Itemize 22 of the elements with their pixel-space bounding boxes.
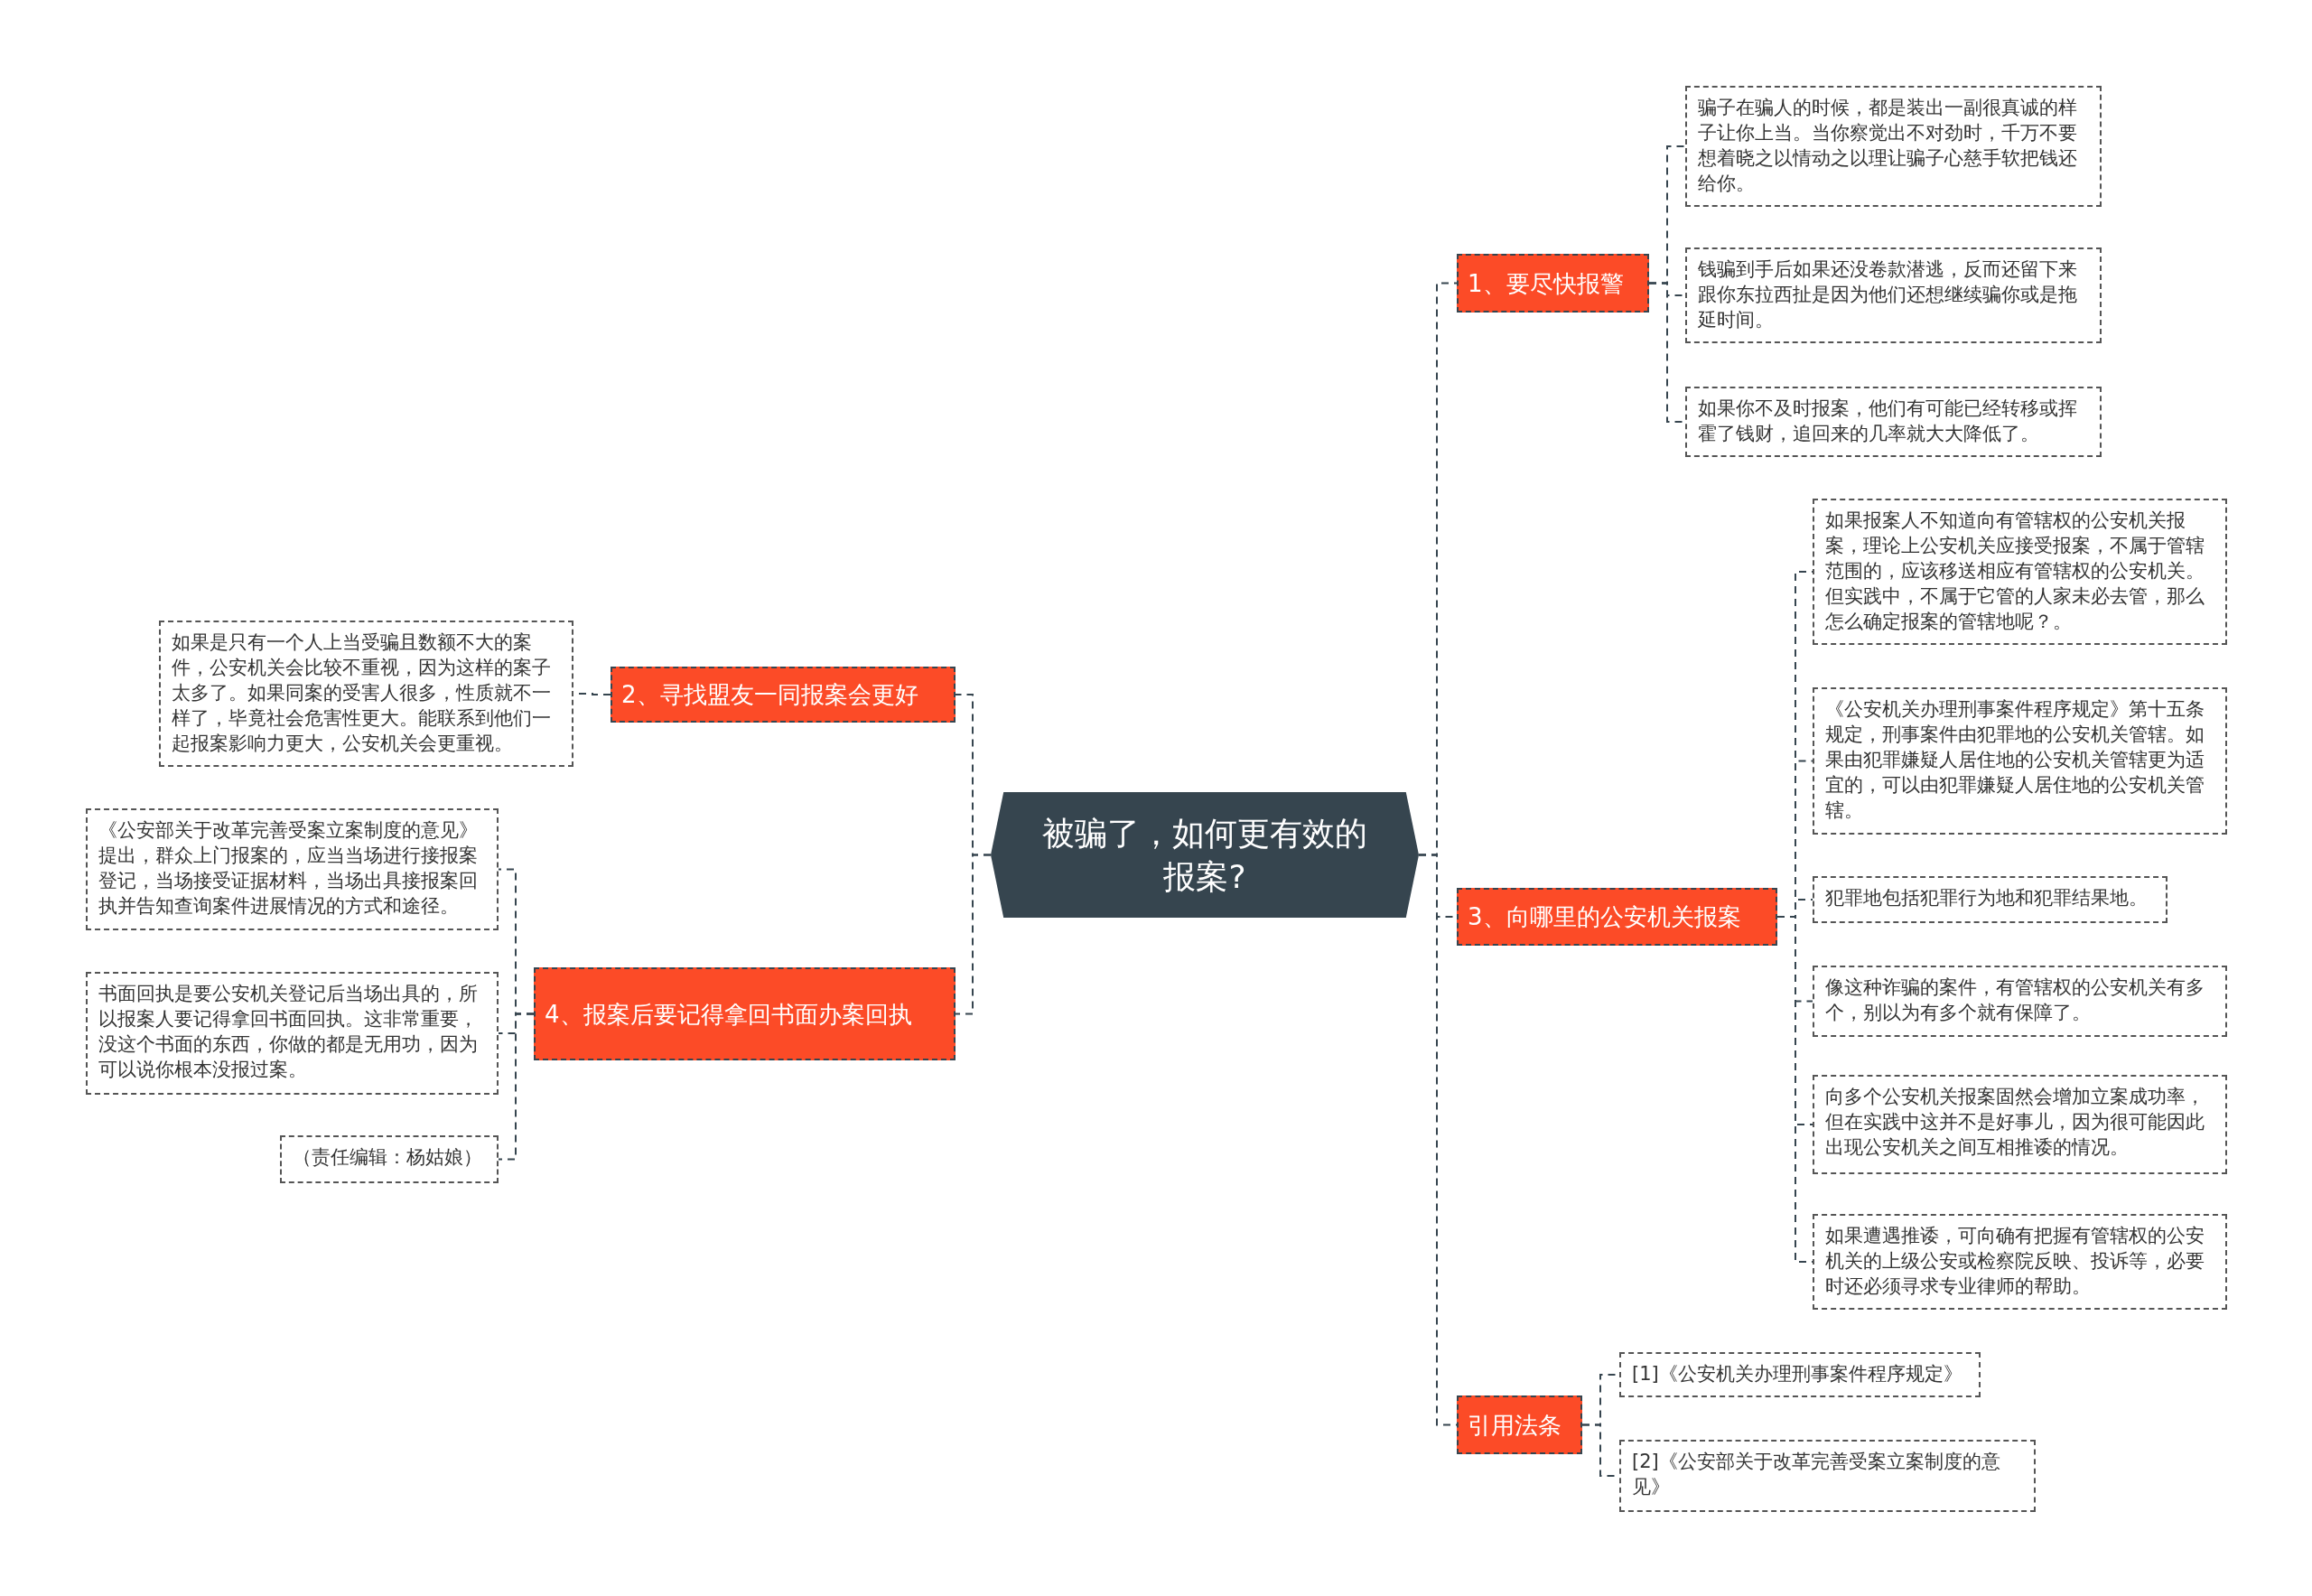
topic-box: 2、寻找盟友一同报案会更好 <box>611 667 956 723</box>
note-box: （责任编辑：杨姑娘） <box>280 1135 499 1183</box>
note-box: 骗子在骗人的时候，都是装出一副很真诚的样子让你上当。当你察觉出不对劲时，千万不要想着晓之以情动之以理让骗子心慈手软把钱还给你。 <box>1685 86 2102 207</box>
note-box: 像这种诈骗的案件，有管辖权的公安机关有多个，别以为有多个就有保障了。 <box>1813 966 2227 1037</box>
note-box: 如果你不及时报案，他们有可能已经转移或挥霍了钱财，追回来的几率就大大降低了。 <box>1685 387 2102 457</box>
note-box: [1]《公安机关办理刑事案件程序规定》 <box>1619 1352 1981 1397</box>
note-box: 书面回执是要公安机关登记后当场出具的，所以报案人要记得拿回书面回执。这非常重要，没这个书面的东西，你做的都是无用功，因为可以说你根本没报过案。 <box>86 972 499 1095</box>
note-box: 如果是只有一个人上当受骗且数额不大的案件，公安机关会比较不重视，因为这样的案子太多了。如果同案的受害人很多，性质就不一样了，毕竟社会危害性更大。能联系到他们一起报案影响力更大，公安机关会更重视。 <box>159 621 573 767</box>
note-box: 《公安机关办理刑事案件程序规定》第十五条规定，刑事案件由犯罪地的公安机关管辖。如果由犯罪嫌疑人居住地的公安机关管辖更为适宜的，可以由犯罪嫌疑人居住地的公安机关管辖。 <box>1813 687 2227 835</box>
topic-box: 引用法条 <box>1457 1395 1582 1454</box>
note-box: 如果遭遇推诿，可向确有把握有管辖权的公安机关的上级公安或检察院反映、投诉等，必要时还必须寻求专业律师的帮助。 <box>1813 1214 2227 1310</box>
note-box: 《公安部关于改革完善受案立案制度的意见》提出，群众上门报案的，应当当场进行接报案登记，当场接受证据材料，当场出具接报案回执并告知查询案件进展情况的方式和途径。 <box>86 808 499 930</box>
note-box: 如果报案人不知道向有管辖权的公安机关报案，理论上公安机关应接受报案，不属于管辖范围的，应该移送相应有管辖权的公安机关。但实践中，不属于它管的人家未必去管，那么怎么确定报案的管辖地呢？。 <box>1813 499 2227 645</box>
topic-box: 4、报案后要记得拿回书面办案回执 <box>534 967 956 1060</box>
connector <box>955 854 992 1015</box>
topic-box: 1、要尽快报警 <box>1457 254 1649 313</box>
topic-box: 3、向哪里的公安机关报案 <box>1457 888 1777 946</box>
note-box: [2]《公安部关于改革完善受案立案制度的意见》 <box>1619 1440 2036 1512</box>
note-box: 钱骗到手后如果还没卷款潜逃，反而还留下来跟你东拉西扯是因为他们还想继续骗你或是拖延时间。 <box>1685 247 2102 343</box>
connector <box>498 1013 535 1161</box>
note-box: 向多个公安机关报案固然会增加立案成功率，但在实践中这并不是好事儿，因为很可能因此出现公安机关之间互相推诿的情况。 <box>1813 1075 2227 1174</box>
note-box: 犯罪地包括犯罪行为地和犯罪结果地。 <box>1813 876 2168 923</box>
